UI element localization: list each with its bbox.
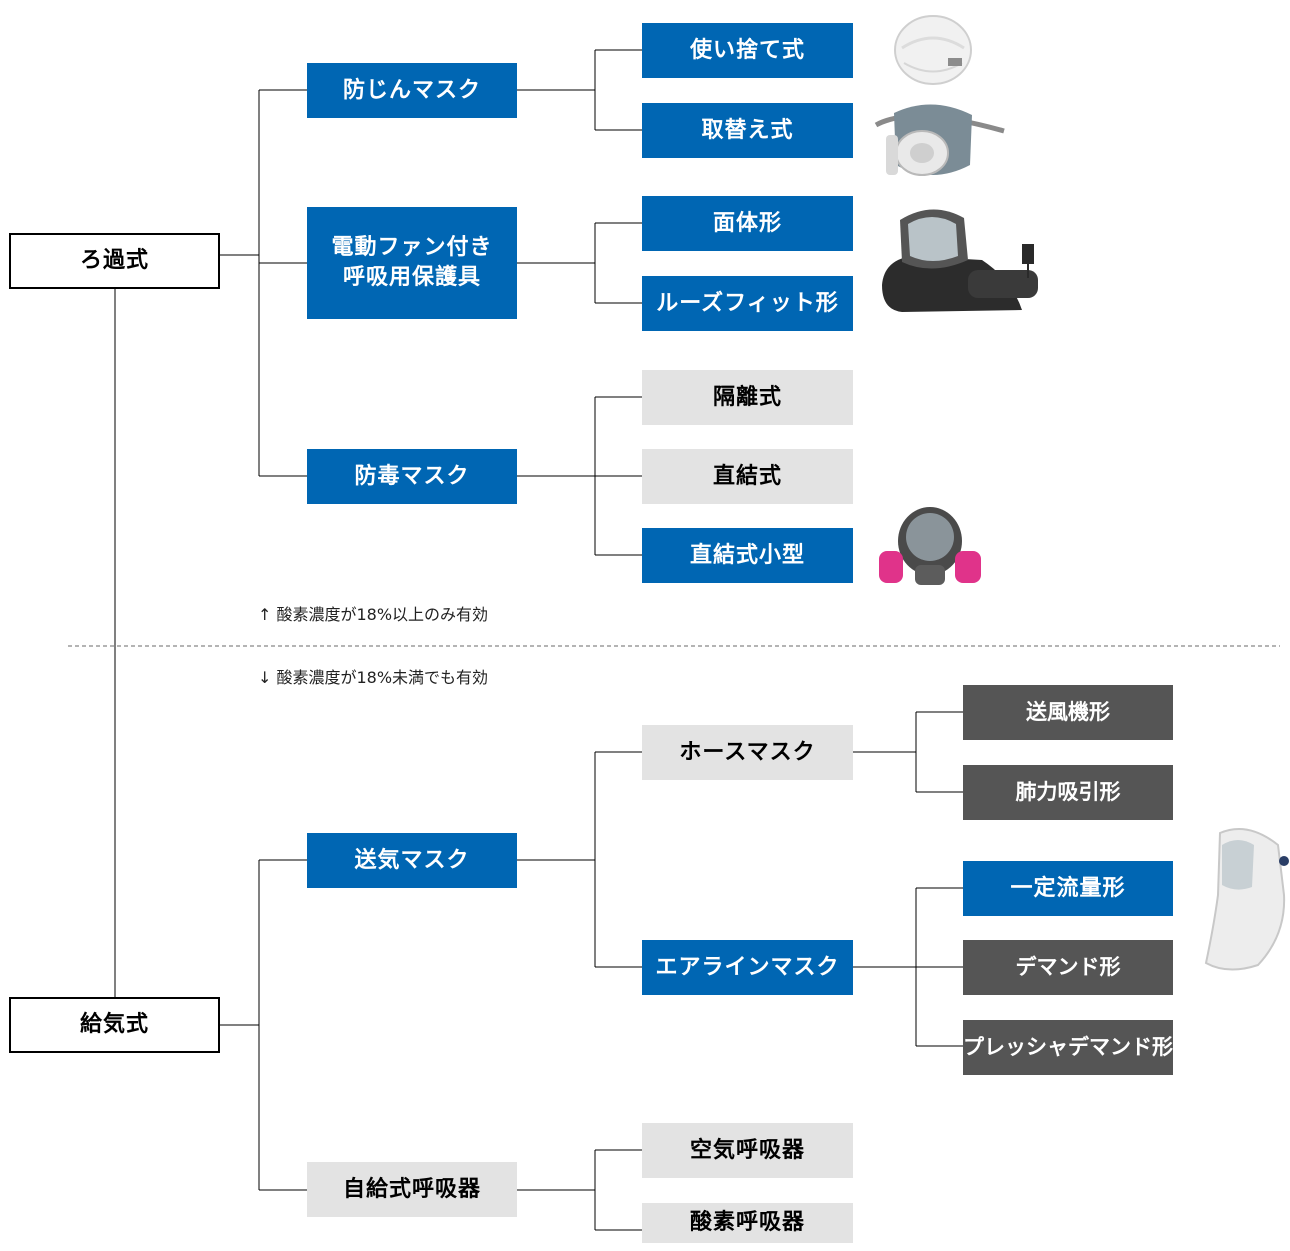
full-face-mask-image bbox=[879, 507, 981, 585]
root-supplied: 給気式 bbox=[9, 997, 220, 1053]
node-gas-mask: 防毒マスク bbox=[307, 449, 517, 504]
half-mask-image bbox=[874, 104, 1005, 176]
hood-image bbox=[1204, 828, 1289, 971]
disposable-mask-image bbox=[894, 15, 972, 85]
node-scba: 自給式呼吸器 bbox=[307, 1162, 517, 1217]
node-facepiece-type: 面体形 bbox=[642, 196, 853, 251]
note-above: ↑ 酸素濃度が18%以上のみ有効 bbox=[258, 605, 489, 624]
root-filter: ろ過式 bbox=[9, 233, 220, 289]
node-blower-type: 送風機形 bbox=[963, 685, 1173, 740]
powered-respirator-image bbox=[882, 209, 1038, 312]
node-dust-mask: 防じんマスク bbox=[307, 63, 517, 118]
node-disposable: 使い捨て式 bbox=[642, 23, 853, 78]
node-powered-line1: 電動ファン付き bbox=[331, 235, 493, 261]
node-constant-flow-type: 一定流量形 bbox=[963, 861, 1173, 916]
node-loose-fit-type: ルーズフィット形 bbox=[642, 276, 853, 331]
node-pressure-demand-type: プレッシャデマンド形 bbox=[963, 1020, 1173, 1075]
node-air-line-mask: 送気マスク bbox=[307, 833, 517, 888]
node-air-breathing-apparatus: 空気呼吸器 bbox=[642, 1123, 853, 1178]
node-oxygen-breathing-apparatus: 酸素呼吸器 bbox=[642, 1203, 853, 1243]
node-demand-type: デマンド形 bbox=[963, 940, 1173, 995]
node-direct-type: 直結式 bbox=[642, 449, 853, 504]
node-powered-respirator: 電動ファン付き 呼吸用保護具 bbox=[307, 207, 517, 319]
node-replaceable: 取替え式 bbox=[642, 103, 853, 158]
node-canister-type: 隔離式 bbox=[642, 370, 853, 425]
node-powered-line2: 呼吸用保護具 bbox=[342, 265, 481, 290]
node-airline-mask: エアラインマスク bbox=[642, 940, 853, 995]
node-hose-mask: ホースマスク bbox=[642, 725, 853, 780]
node-direct-small-type: 直結式小型 bbox=[642, 528, 853, 583]
note-below: ↓ 酸素濃度が18%未満でも有効 bbox=[258, 668, 489, 687]
node-lung-suction-type: 肺力吸引形 bbox=[963, 765, 1173, 820]
